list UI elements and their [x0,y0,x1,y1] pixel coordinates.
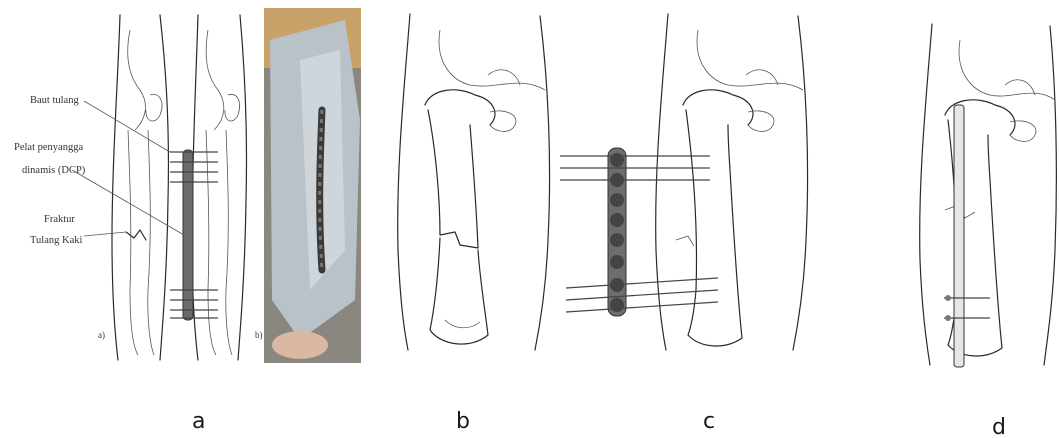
screw [566,302,718,312]
label-pelat-1: Pelat penyangga [14,142,83,153]
panel-label-d: d [992,415,1006,438]
intramedullary-nail [954,105,964,367]
arrow-pelat [72,170,184,235]
label-fraktur-2: Tulang Kaki [30,235,82,246]
sub-label-b: b) [255,330,263,340]
panel-label-c: c [703,409,715,434]
label-pelat-2: dinamis (DCP) [22,165,86,176]
label-fraktur-1: Fraktur [44,214,75,225]
arrow-fraktur [84,232,126,236]
leg-outline-a1 [112,15,168,360]
panel-c: c [560,14,808,434]
sub-label-a: a) [98,330,105,340]
dcp-plate [183,150,193,320]
panel-a: Baut tulang Pelat penyangga dinamis (DCP… [14,8,361,434]
panel-d: d [920,24,1057,438]
screw [566,278,718,288]
panel-label-b: b [456,409,470,434]
arrow-baut [84,101,170,152]
dcp-photo [264,8,361,363]
label-baut: Baut tulang [30,95,79,106]
panel-label-a: a [192,409,205,434]
panel-b: b [398,14,550,434]
leg-outline-a2 [170,15,247,360]
